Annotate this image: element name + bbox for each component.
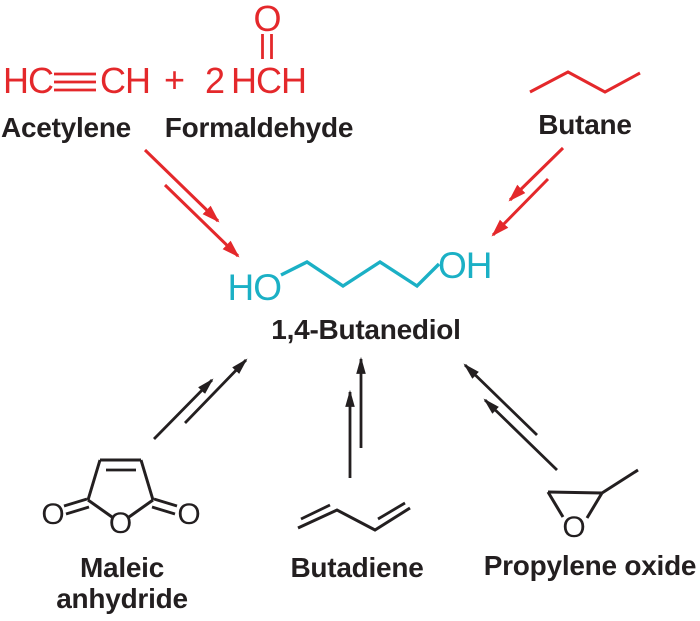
formaldehyde-coefficient: 2 (205, 60, 224, 101)
butadiene-double-bond-left (300, 503, 331, 521)
reaction-arrow (491, 177, 550, 237)
reaction-arrow (508, 146, 565, 202)
reaction-arrow (153, 378, 214, 440)
acetylene-structure: HC CH (3, 60, 151, 101)
ring-left-bond (86, 459, 102, 501)
maleic-label-line2: anhydride (56, 583, 188, 614)
ring-bottom-right-bond (128, 498, 154, 519)
butane-label: Butane (538, 109, 631, 140)
butadiene-double-bond-right (377, 501, 406, 521)
butane-structure (529, 70, 641, 94)
epoxide-top-bond (547, 490, 603, 495)
acetylene-formula-left: HC (3, 60, 53, 101)
butanediol-structure: HO OH (228, 245, 493, 308)
ring-right-bond (139, 459, 155, 501)
butane-skeleton (529, 70, 641, 94)
maleic-oxygen-left: O (41, 498, 64, 531)
butane-to-butanediol-arrows (491, 146, 565, 237)
carbonyl-left-line1 (63, 497, 88, 508)
epoxide-right-bond (585, 492, 604, 519)
butadiene-label: Butadiene (290, 552, 423, 583)
carbonyl-right-line1 (153, 497, 178, 508)
acetylene-to-butanediol-arrows (143, 148, 240, 258)
maleic-oxygen-ring: O (109, 507, 132, 540)
propylene-oxide-structure: O (546, 468, 639, 544)
propylene-to-butanediol-arrows (463, 363, 558, 472)
maleic-anhydride-structure: O O O (41, 458, 201, 540)
reaction-arrow (143, 148, 220, 223)
butanediol-skeleton (280, 259, 441, 289)
butadiene-to-butanediol-arrows (345, 356, 366, 478)
formaldehyde-formula: HCH (231, 60, 306, 101)
maleic-to-butanediol-arrows (153, 358, 248, 440)
butadiene-skeleton (297, 506, 411, 532)
acetylene-formula-right: CH (100, 60, 150, 101)
propylene-oxide-label: Propylene oxide (484, 550, 697, 581)
maleic-label-line1: Maleic (80, 552, 164, 583)
reaction-arrow (183, 358, 248, 424)
reaction-arrow (483, 398, 558, 472)
ring-bottom-left-bond (87, 498, 113, 519)
reaction-arrow (463, 363, 538, 437)
acetylene-label: Acetylene (1, 112, 131, 143)
plus-sign: + (164, 59, 184, 100)
butanediol-ho-group: HO (228, 267, 282, 308)
epoxide-left-bond (546, 491, 565, 518)
butanediol-label: 1,4-Butanediol (271, 314, 460, 345)
formaldehyde-structure: 2 HCH O (205, 0, 307, 101)
butadiene-structure (297, 501, 411, 532)
carbonyl-right-line2 (151, 505, 176, 516)
carbonyl-left-line2 (65, 505, 90, 516)
formaldehyde-label: Formaldehyde (165, 112, 353, 143)
formaldehyde-oxygen: O (253, 0, 280, 39)
propylene-oxygen: O (562, 511, 585, 544)
reaction-arrow (163, 183, 240, 258)
butanediol-oh-group: OH (438, 245, 492, 286)
methyl-bond (601, 468, 639, 495)
maleic-oxygen-right: O (177, 498, 200, 531)
